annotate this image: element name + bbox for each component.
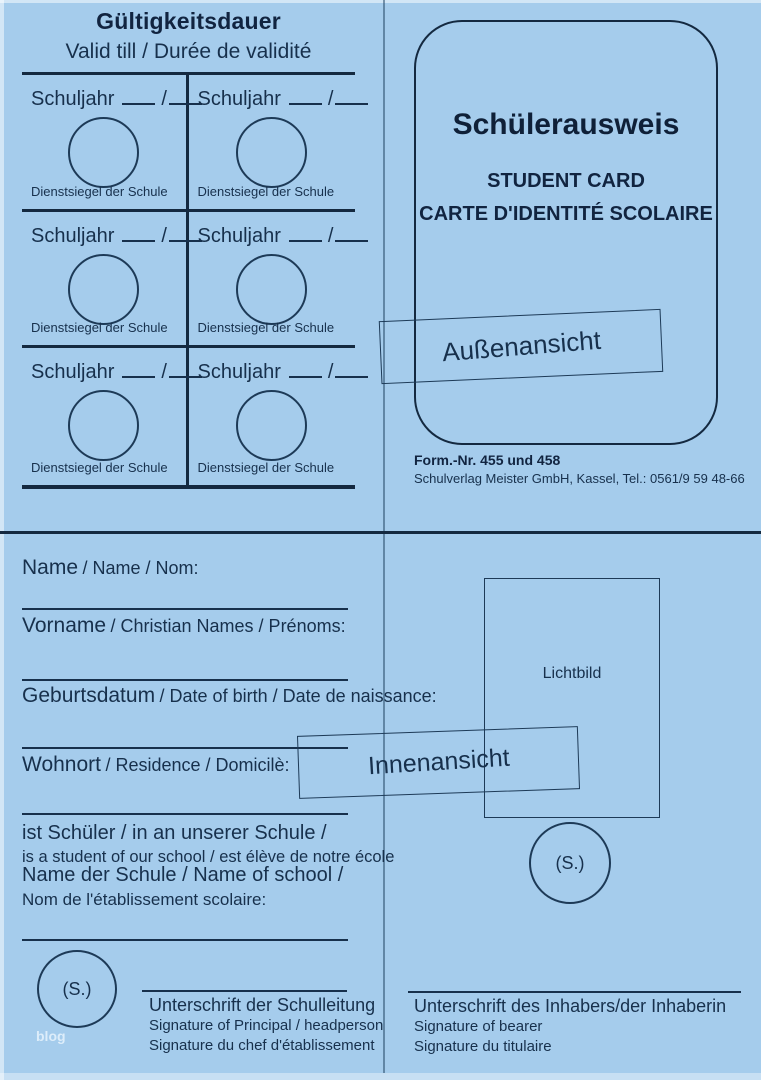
signature-bearer-fr: Signature du titulaire bbox=[414, 1038, 552, 1055]
half-divider-line bbox=[0, 531, 761, 534]
year-blank bbox=[335, 87, 369, 105]
seal-circle-bearer: (S.) bbox=[529, 822, 611, 904]
photo-label: Lichtbild bbox=[542, 665, 602, 682]
scan-edge-top bbox=[0, 0, 761, 3]
stamp-circle bbox=[235, 253, 307, 325]
school-name-de: Name der Schule / Name of school / bbox=[22, 864, 344, 886]
photo-placeholder-box: Lichtbild bbox=[484, 578, 660, 818]
stamp-cell: Schuljahr/ Dienstsiegel der Schule bbox=[22, 211, 202, 349]
writing-line-geburtsdatum bbox=[22, 747, 348, 749]
year-blank bbox=[288, 87, 322, 105]
writing-line-school bbox=[22, 939, 348, 941]
field-label-vorname: Vorname / Christian Names / Prénoms: bbox=[22, 614, 346, 637]
scan-edge-left bbox=[0, 0, 4, 1080]
year-blank bbox=[122, 87, 156, 105]
fold-line bbox=[383, 0, 385, 1073]
stamp-circle bbox=[235, 117, 307, 188]
form-number: Form.-Nr. 455 und 458 bbox=[414, 452, 561, 468]
stamp-cell: Schuljahr/ Dienstsiegel der Schule bbox=[188, 75, 369, 212]
year-blank bbox=[288, 360, 322, 379]
year-blank bbox=[122, 360, 156, 379]
school-year-line: Schuljahr/ bbox=[31, 360, 202, 384]
writing-line-wohnort bbox=[22, 813, 348, 815]
school-name-fr: Nom de l'établissement scolaire: bbox=[22, 890, 267, 909]
card-subtitle-en: STUDENT CARD bbox=[487, 170, 645, 192]
student-statement: ist Schüler / in an unserer Schule / is … bbox=[22, 820, 394, 868]
signature-caption-principal: Unterschrift der Schulleitung Signature … bbox=[149, 995, 383, 1056]
scan-edge-bottom bbox=[0, 1073, 761, 1080]
school-year-line: Schuljahr/ bbox=[31, 87, 202, 111]
signature-line-bearer bbox=[408, 991, 741, 993]
writing-line-vorname bbox=[22, 679, 348, 681]
signature-principal-de: Unterschrift der Schulleitung bbox=[149, 995, 376, 1015]
validity-header: Gültigkeitsdauer Valid till / Durée de v… bbox=[22, 8, 355, 64]
school-year-line: Schuljahr/ bbox=[31, 224, 202, 248]
seal-circle-principal: (S.) bbox=[37, 950, 117, 1028]
field-label-geburtsdatum: Geburtsdatum / Date of birth / Date de n… bbox=[22, 684, 437, 707]
publisher-line: Schulverlag Meister GmbH, Kassel, Tel.: … bbox=[414, 471, 745, 486]
writing-line-name bbox=[22, 608, 348, 610]
stamp-caption: Dienstsiegel der Schule bbox=[31, 183, 168, 199]
school-year-line: Schuljahr/ bbox=[198, 224, 369, 248]
card-subtitle-fr: CARTE D'IDENTITÉ SCOLAIRE bbox=[419, 203, 713, 225]
stamp-caption: Dienstsiegel der Schule bbox=[197, 460, 335, 475]
outside-view-label: Außenansicht bbox=[440, 324, 602, 368]
field-label-name: Name / Name / Nom: bbox=[22, 556, 199, 579]
signature-principal-fr: Signature du chef d'établissement bbox=[149, 1037, 375, 1054]
stamp-caption: Dienstsiegel der Schule bbox=[197, 320, 335, 336]
outside-view-stamp: Außenansicht bbox=[378, 308, 664, 385]
stamp-circle bbox=[67, 117, 139, 188]
school-year-line: Schuljahr/ bbox=[198, 87, 369, 111]
signature-line-principal bbox=[142, 990, 347, 992]
stamp-cell: Schuljahr/ Dienstsiegel der Schule bbox=[188, 212, 369, 349]
validity-title: Gültigkeitsdauer bbox=[96, 8, 281, 34]
school-name-label: Name der Schule / Name of school / Nom d… bbox=[22, 863, 343, 911]
validity-subtitle: Valid till / Durée de validité bbox=[65, 40, 312, 63]
year-blank bbox=[168, 87, 202, 105]
stamp-caption: Dienstsiegel der Schule bbox=[197, 183, 335, 199]
inside-view-label: Innenansicht bbox=[366, 743, 511, 781]
stamp-caption: Dienstsiegel der Schule bbox=[31, 460, 168, 475]
field-label-wohnort: Wohnort / Residence / Domicilè: bbox=[22, 753, 290, 776]
stamp-circle bbox=[235, 390, 307, 462]
scan-watermark: blog bbox=[36, 1028, 66, 1044]
year-blank bbox=[288, 224, 322, 242]
signature-bearer-de: Unterschrift des Inhabers/der Inhaberin bbox=[414, 996, 727, 1016]
stamp-circle bbox=[67, 390, 139, 462]
stamp-caption: Dienstsiegel der Schule bbox=[31, 320, 168, 336]
card-front-outline: Schülerausweis STUDENT CARD CARTE D'IDEN… bbox=[414, 20, 718, 445]
stamp-cell: Schuljahr/ Dienstsiegel der Schule bbox=[22, 348, 202, 485]
year-blank bbox=[168, 360, 202, 379]
validity-stamp-table: Schuljahr/ Dienstsiegel der Schule Schul… bbox=[22, 72, 369, 489]
student-statement-de: ist Schüler / in an unserer Schule / bbox=[22, 822, 327, 844]
year-blank bbox=[168, 224, 202, 242]
inside-view-stamp: Innenansicht bbox=[296, 726, 581, 799]
form-number-block: Form.-Nr. 455 und 458 Schulverlag Meiste… bbox=[414, 452, 745, 486]
card-title: Schülerausweis bbox=[452, 108, 680, 141]
year-blank bbox=[335, 360, 369, 379]
stamp-circle bbox=[67, 253, 139, 325]
student-statement-intl: is a student of our school / est élève d… bbox=[22, 848, 395, 866]
stamp-cell: Schuljahr/ Dienstsiegel der Schule bbox=[189, 348, 369, 485]
signature-caption-bearer: Unterschrift des Inhabers/der Inhaberin … bbox=[414, 996, 726, 1057]
signature-principal-en: Signature of Principal / headperson bbox=[149, 1017, 384, 1034]
year-blank bbox=[335, 224, 369, 242]
signature-bearer-en: Signature of bearer bbox=[414, 1018, 543, 1035]
stamp-cell: Schuljahr/ Dienstsiegel der Schule bbox=[22, 75, 202, 212]
school-year-line: Schuljahr/ bbox=[198, 360, 369, 384]
year-blank bbox=[122, 224, 156, 242]
